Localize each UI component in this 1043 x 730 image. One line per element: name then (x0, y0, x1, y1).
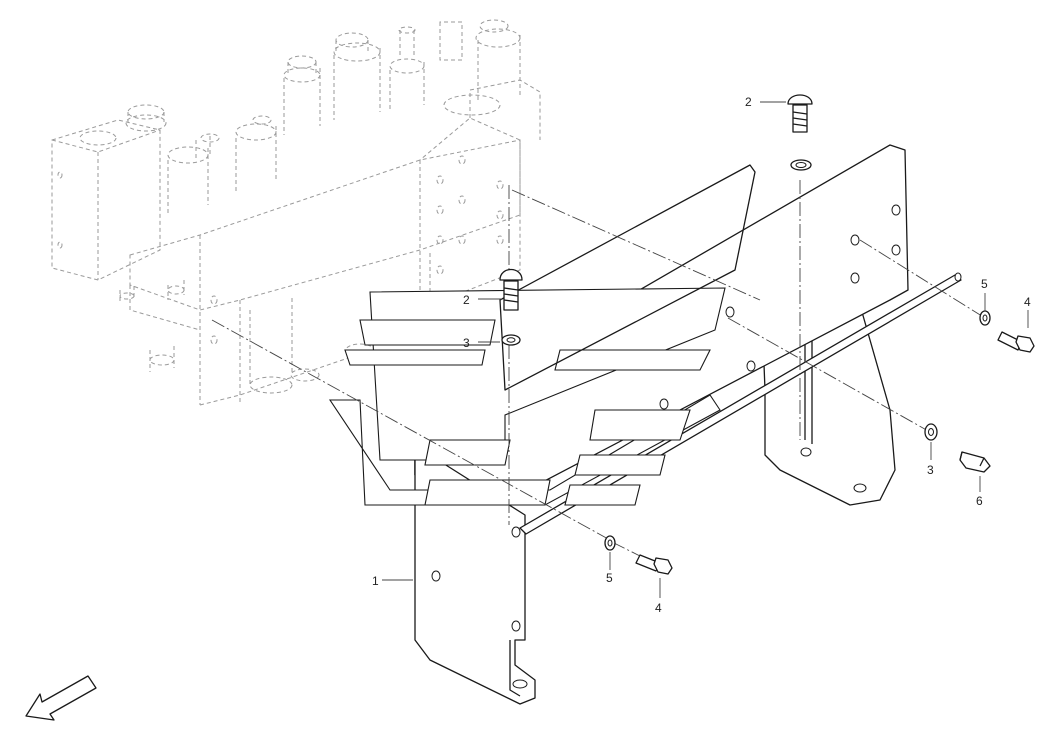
callout-4-right: 4 (1024, 295, 1031, 309)
callout-2-middle: 2 (463, 293, 470, 307)
washer-right-upper (979, 310, 991, 326)
callout-5-bottom: 5 (606, 571, 613, 585)
callout-leaders (382, 101, 1029, 598)
assembly-center-lines (211, 180, 986, 567)
callout-5-right: 5 (981, 277, 988, 291)
washer-middle (501, 334, 521, 346)
hex-screw-right-lower (959, 451, 991, 473)
washer-bottom (604, 535, 616, 551)
warning-decal (328, 164, 756, 506)
callout-labels: 1 2 2 3 3 4 4 5 5 6 (372, 95, 1031, 615)
washer-top (790, 159, 812, 171)
hex-screw-bottom (635, 554, 673, 575)
carriage-bolt-middle (499, 268, 523, 311)
callout-1: 1 (372, 574, 379, 588)
carriage-bolt-top (787, 94, 813, 133)
hex-screw-right-upper (997, 331, 1035, 353)
callout-2-top: 2 (745, 95, 752, 109)
direction-arrow-icon (25, 675, 97, 721)
callout-6: 6 (976, 494, 983, 508)
callout-4-bottom: 4 (655, 601, 662, 615)
washer-right-lower (924, 423, 938, 441)
callout-3-middle: 3 (463, 336, 470, 350)
callout-3-right: 3 (927, 463, 934, 477)
